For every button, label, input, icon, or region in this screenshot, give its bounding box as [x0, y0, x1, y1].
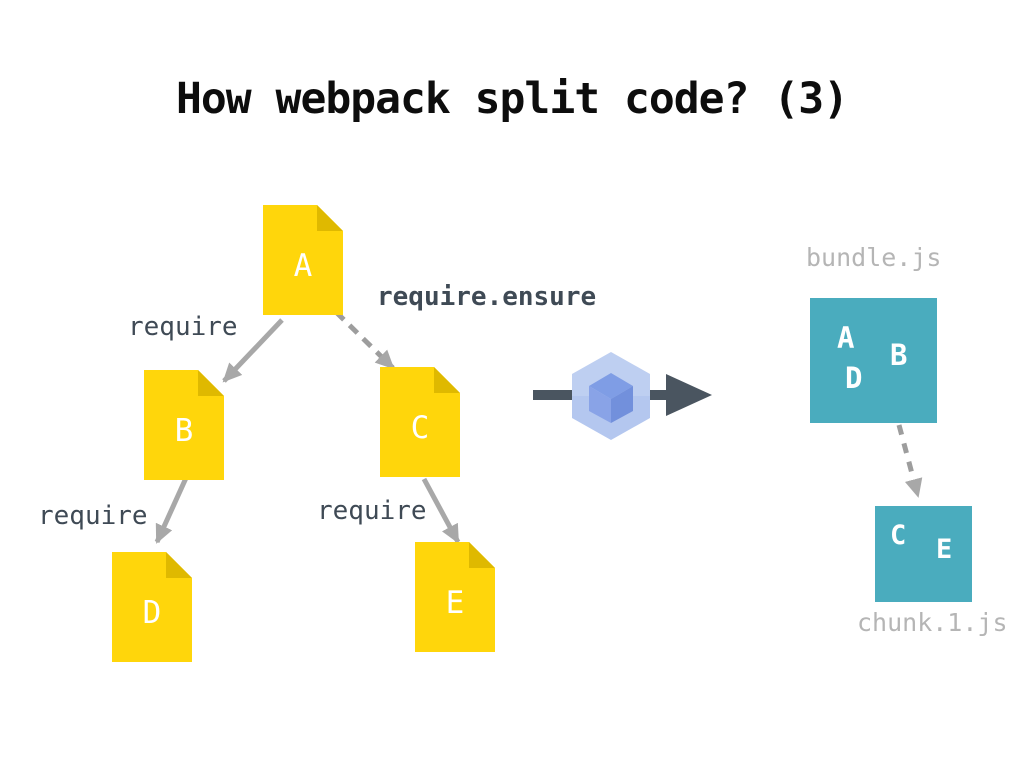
chunked-module-c: C: [890, 520, 907, 551]
edge-a-to-b: [222, 318, 284, 383]
bundled-module-b: B: [890, 338, 908, 372]
module-letter: C: [410, 410, 430, 446]
bundled-module-d: D: [845, 361, 863, 395]
webpack-cube-right-face: [611, 386, 633, 423]
bundled-module-a: A: [837, 321, 855, 355]
module-letter: D: [142, 595, 162, 631]
edge-label-require-a-b: require: [128, 312, 238, 342]
chunked-module-e: E: [936, 534, 953, 565]
edge-a-to-c-dashed: [334, 310, 395, 370]
file-icon: [112, 552, 192, 662]
edge-label-require-ensure: require.ensure: [377, 282, 597, 312]
file-icon: [380, 367, 460, 477]
edge-b-to-d: [154, 476, 189, 544]
module-file-c: C: [380, 367, 460, 477]
file-icon: [263, 205, 343, 315]
module-letter: A: [293, 248, 313, 284]
webpack-cube-left-face: [589, 386, 611, 423]
file-icon: [415, 542, 495, 652]
module-letter: E: [445, 585, 465, 621]
module-letter: B: [174, 413, 194, 449]
module-file-a: A: [263, 205, 343, 315]
module-file-d: D: [112, 552, 192, 662]
flow-arrow-head: [666, 374, 712, 416]
slide-title: How webpack split code? (3): [176, 74, 849, 124]
module-file-b: B: [144, 370, 224, 480]
chunk-filename: chunk.1.js: [857, 608, 1008, 637]
bundle-box: A B D: [810, 298, 937, 423]
file-icon: [144, 370, 224, 480]
module-file-e: E: [415, 542, 495, 652]
bundle-filename: bundle.js: [806, 243, 942, 272]
webpack-cube-icon: [572, 352, 650, 440]
edge-c-to-e: [421, 477, 461, 544]
edge-label-require-b-d: require: [38, 501, 148, 531]
edge-label-require-c-e: require: [317, 496, 427, 526]
edge-bundle-to-chunk-dashed: [896, 424, 923, 498]
chunk-box: C E: [875, 506, 972, 602]
